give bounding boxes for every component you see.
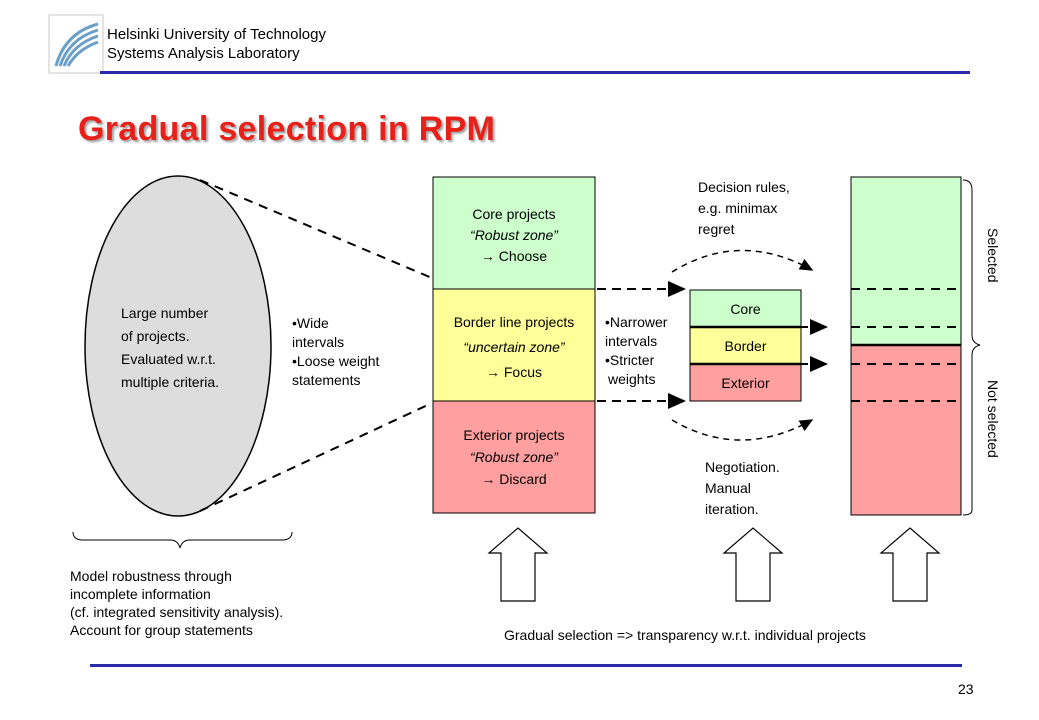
small-exterior — [689, 363, 802, 402]
small-exterior-label: Exterior — [721, 375, 770, 391]
institution-name: Helsinki University of Technology — [107, 26, 326, 43]
small-core-label: Core — [730, 301, 761, 317]
decision-rules-text: Decision rules, e.g. minimax regret — [698, 179, 790, 237]
small-border-label: Border — [724, 338, 767, 354]
brace-bottom — [72, 531, 293, 549]
gradual-selection-caption: Gradual selection => transparency w.r.t.… — [504, 627, 866, 643]
result-not-selected — [850, 344, 962, 516]
page-number: 23 — [958, 681, 974, 697]
header-rule — [100, 71, 970, 74]
page-title: Gradual selection in RPM — [78, 110, 496, 148]
up-arrow-2 — [722, 527, 784, 602]
hut-logo — [48, 14, 104, 74]
up-arrow-3 — [879, 527, 941, 602]
lab-name: Systems Analysis Laboratory — [107, 45, 300, 62]
core-projects-label: Core projects “Robust zone” → Choose — [470, 206, 558, 264]
small-core — [689, 289, 802, 328]
brace-selected — [962, 179, 981, 516]
result-selected — [850, 176, 962, 346]
negotiation-arc — [671, 419, 814, 441]
border-zone — [432, 288, 596, 402]
exterior-projects-label: Exterior projects “Robust zone” → Discar… — [463, 427, 565, 487]
zoom-line-top — [199, 179, 433, 279]
small-border — [689, 326, 802, 365]
decision-arc — [671, 249, 814, 273]
not-selected-label: Not selected — [985, 380, 1001, 458]
ellipse-text: Large number of projects. Evaluated w.r.… — [121, 305, 220, 390]
narrower-intervals-text: •Narrower intervals •Stricter weights — [605, 314, 668, 387]
zoom-line-bottom — [199, 402, 433, 512]
exterior-zone — [432, 400, 596, 514]
negotiation-text: Negotiation. Manual iteration. — [705, 459, 780, 517]
selected-label: Selected — [985, 228, 1001, 283]
footer-rule — [90, 664, 962, 667]
up-arrow-1 — [487, 527, 549, 602]
border-projects-label: Border line projects “uncertain zone” → … — [453, 314, 575, 380]
wide-intervals-text: •Wide intervals •Loose weight statements — [292, 315, 380, 388]
projects-ellipse — [84, 175, 272, 517]
robustness-text: Model robustness through incomplete info… — [70, 568, 284, 638]
